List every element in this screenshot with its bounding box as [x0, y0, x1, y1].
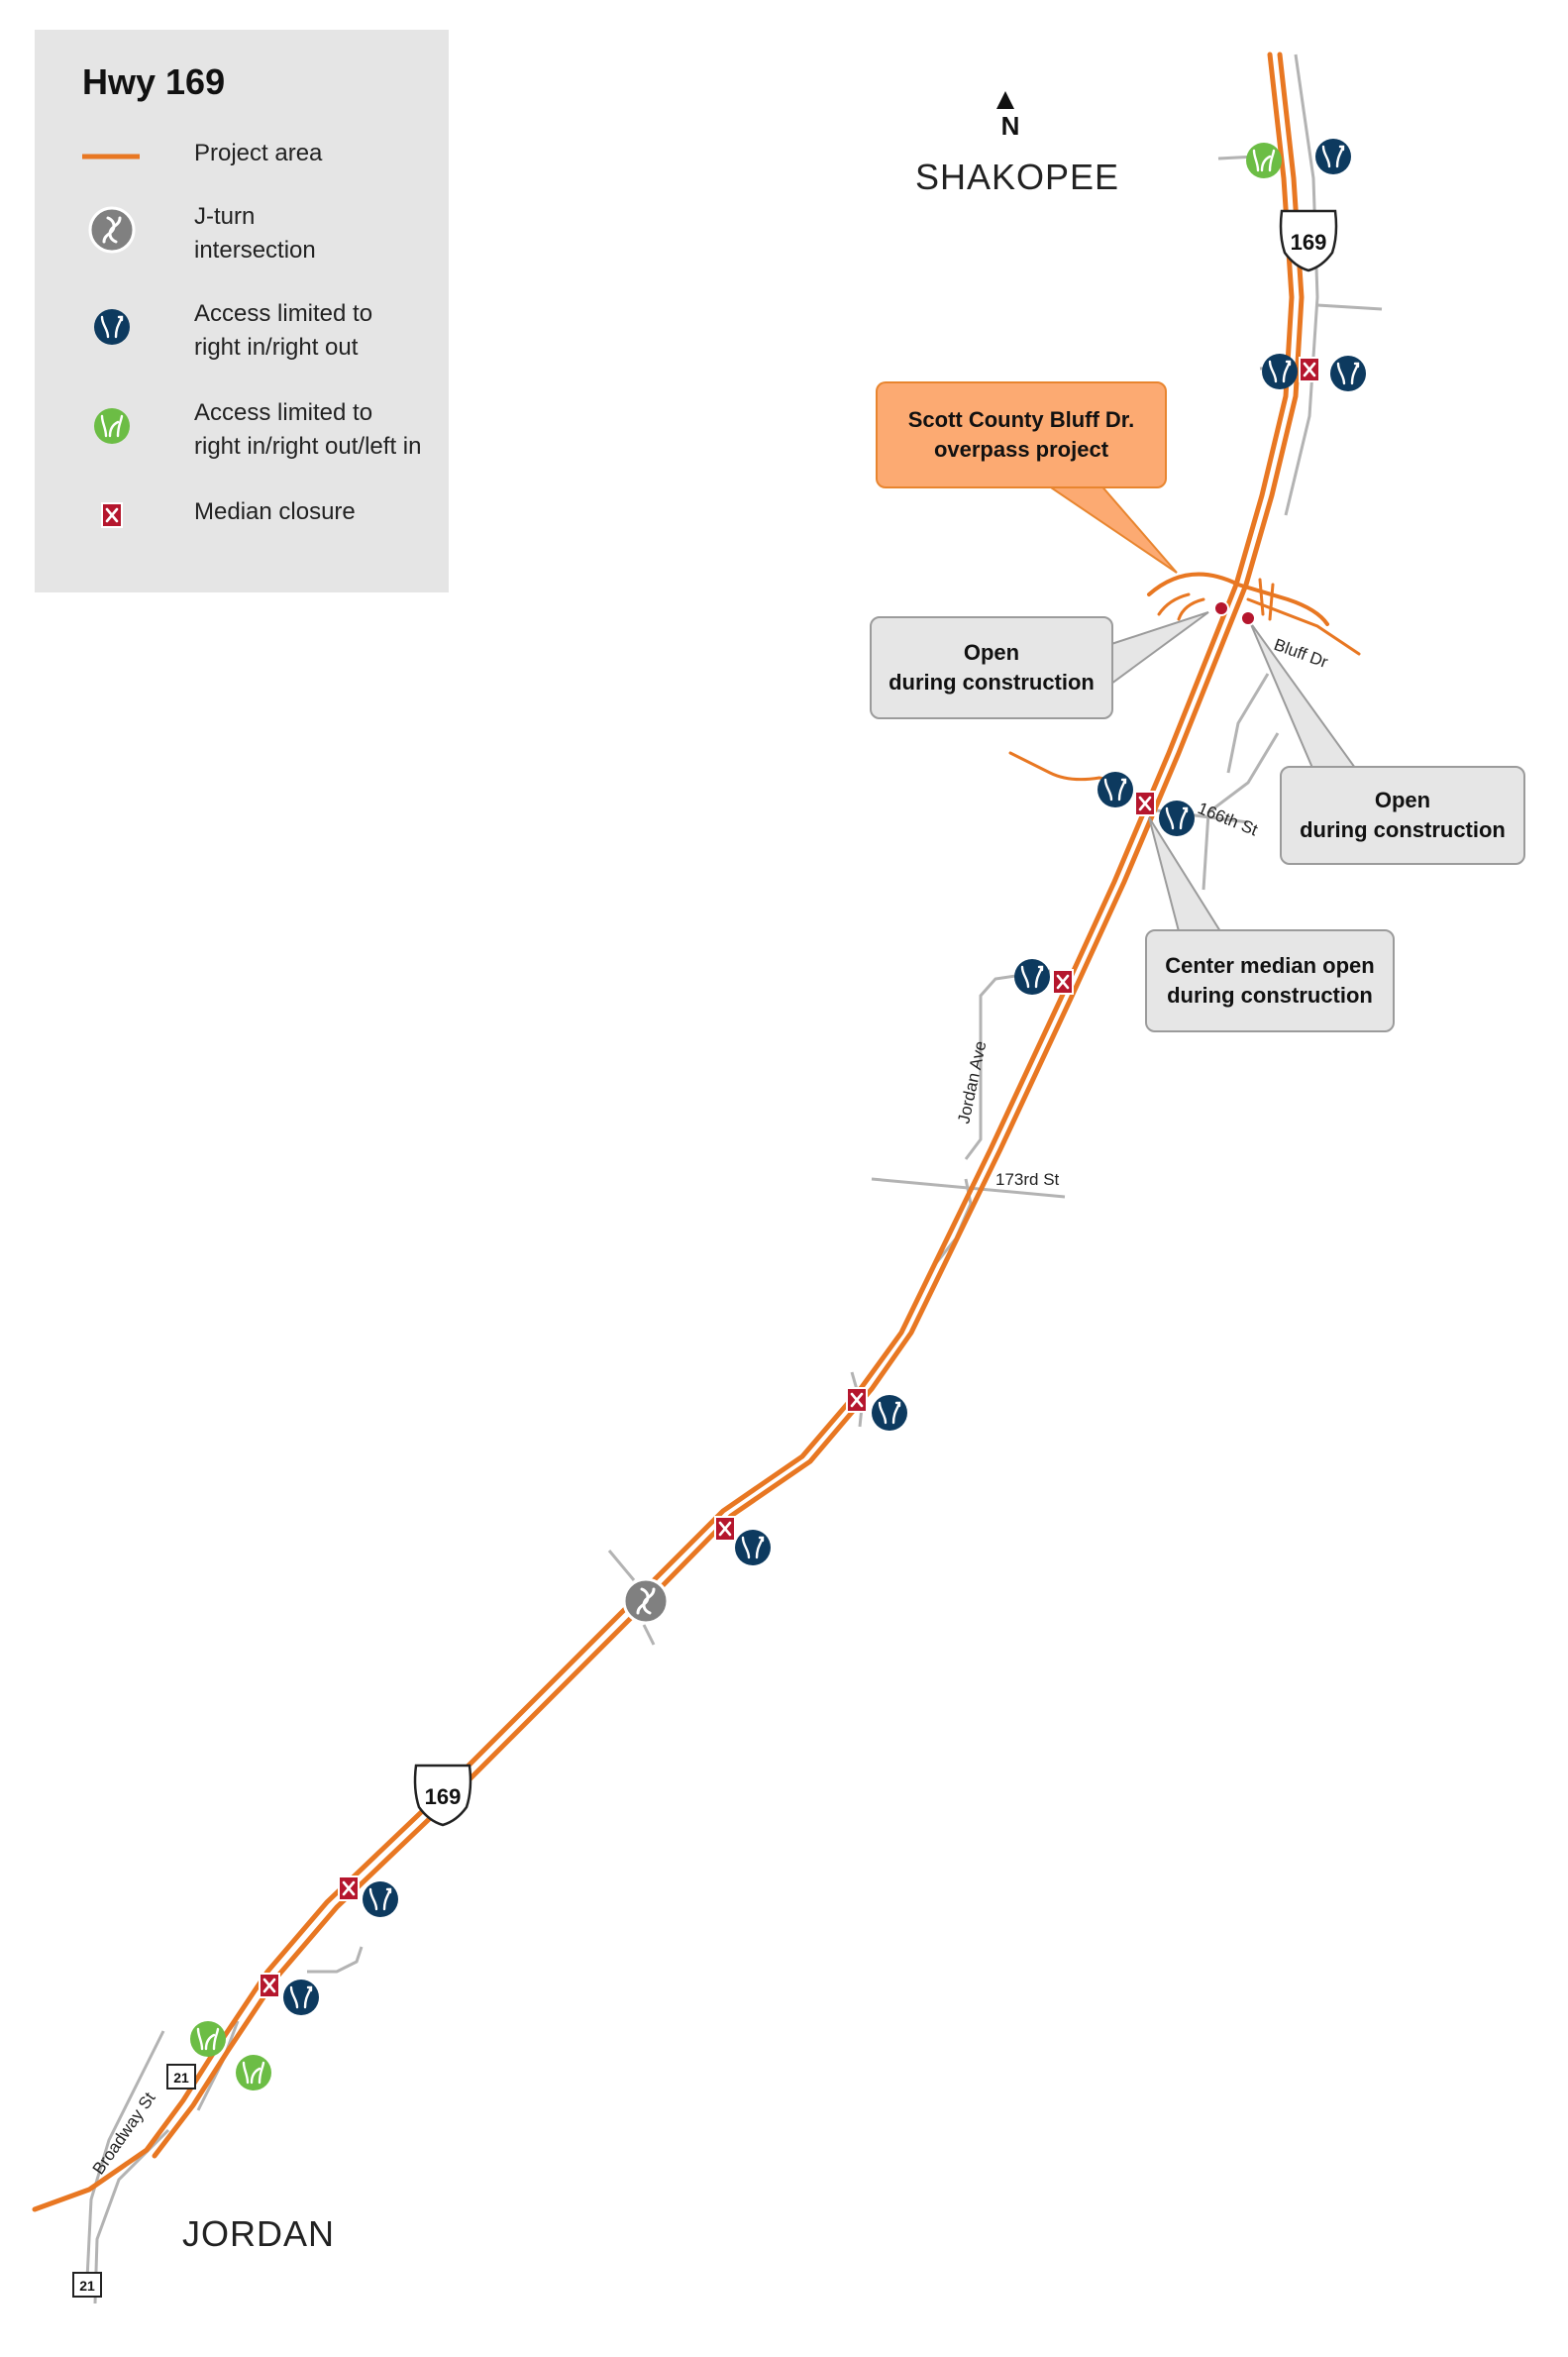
callout-line-1: Open [1374, 788, 1431, 812]
bluff-marker-east [1240, 610, 1256, 626]
legend-label-line-2: right in/right out [194, 334, 359, 361]
right-in-right-out-icon [1096, 770, 1135, 809]
median-closure-icon [258, 1972, 281, 1999]
legend-label-line-2: right in/right out/left in [194, 433, 422, 460]
road-east-bluff-south [1226, 673, 1270, 774]
legend-label: Median closure [194, 498, 356, 525]
project-pointer [1041, 482, 1178, 574]
legend: Hwy 169 Project area J-turn intersection… [35, 30, 449, 592]
us-169-shield-north: 169 [1279, 209, 1338, 272]
right-in-right-out-icon [1157, 799, 1197, 838]
bluff-dr-ramp-west-2 [1177, 597, 1205, 621]
right-in-right-out-icon [733, 1528, 773, 1567]
median-closure-icon [1133, 790, 1157, 817]
legend-item-median-closure: Median closure [82, 495, 439, 545]
bluff-dr-ramp-west-1 [1157, 592, 1191, 616]
road-166th-west [1008, 751, 1116, 783]
road-west-bluff [1202, 732, 1280, 891]
legend-item-project-area: Project area [82, 137, 439, 176]
frontage-road-east-north [1284, 54, 1319, 516]
legend-item-j-turn: J-turn intersection [82, 200, 439, 269]
north-arrow-icon [996, 91, 1014, 109]
median-closure-icon [1051, 968, 1075, 996]
legend-item-left-in: Access limited to right in/right out/lef… [82, 396, 439, 466]
median-pointer [1148, 816, 1222, 932]
left-in-access-icon [188, 2019, 228, 2059]
us-169-shield-south: 169 [413, 1764, 472, 1827]
callout-line-2: during construction [1300, 817, 1506, 842]
right-in-right-out-icon [1328, 354, 1368, 393]
median-closure-icon [845, 1386, 869, 1414]
callout-open-east: Open during construction [1280, 766, 1525, 865]
road-county-21 [85, 2030, 165, 2280]
shield-number: 169 [425, 1784, 462, 1809]
road-label-173rd-st: 173rd St [995, 1170, 1060, 1189]
hwy-169-northbound [152, 52, 1305, 2159]
callout-line-2: overpass project [933, 437, 1109, 462]
median-closure-icon [713, 1515, 737, 1543]
road-jordan-ave [964, 969, 1051, 1160]
right-in-right-out-icon [1313, 137, 1353, 176]
callout-bluff-dr-project: Scott County Bluff Dr. overpass project [876, 381, 1167, 488]
place-label-shakopee: SHAKOPEE [915, 157, 1120, 197]
road-label-jordan-ave: Jordan Ave [954, 1039, 990, 1125]
open-west-pointer [1110, 611, 1209, 686]
legend-item-right-in-right-out: Access limited to right in/right out [82, 297, 439, 367]
callout-line-2: during construction [1167, 983, 1373, 1008]
legend-title: Hwy 169 [82, 61, 226, 102]
j-turn-icon [622, 1577, 670, 1625]
median-closure-icon [337, 1875, 361, 1902]
place-label-jordan: JORDAN [182, 2213, 336, 2254]
legend-label-line-1: J-turn [194, 203, 256, 230]
right-in-right-out-icon [281, 1978, 321, 2017]
callout-pointers [1041, 482, 1357, 932]
callout-line-1: Center median open [1165, 953, 1375, 978]
callout-center-median: Center median open during construction [1145, 929, 1395, 1032]
callout-open-west: Open during construction [870, 616, 1113, 719]
road-stub-south-2 [307, 1946, 364, 1974]
legend-label-line-2: intersection [194, 237, 316, 264]
project-area-line-icon [82, 154, 140, 160]
north-arrow-label: N [1000, 111, 1020, 141]
road-stub-ne-1 [1316, 303, 1383, 311]
road-jturn-stubs [607, 1550, 656, 1646]
callout-line-2: during construction [889, 670, 1095, 695]
legend-label-line-1: Access limited to [194, 399, 373, 426]
bluff-dr-markers [1213, 600, 1256, 626]
bluff-dr-overpass-arc [1147, 572, 1329, 626]
shield-number: 21 [79, 2278, 95, 2294]
legend-label: J-turn intersection [194, 200, 316, 268]
right-in-right-out-icon [1260, 352, 1300, 391]
legend-label: Project area [194, 140, 323, 166]
callout-line-1: Scott County Bluff Dr. [907, 407, 1135, 432]
bluff-dr-ramp-east [1258, 578, 1275, 621]
county-21-shield-upper: 21 [166, 2064, 196, 2089]
legend-label: Access limited to right in/right out [194, 297, 372, 365]
right-in-right-out-icon [92, 307, 132, 347]
left-in-access-icon [234, 2053, 273, 2092]
right-in-right-out-left-in-icon [92, 406, 132, 446]
median-closure-icon [100, 501, 124, 529]
callout-line-1: Open [963, 640, 1020, 665]
legend-label: Access limited to right in/right out/lef… [194, 396, 421, 464]
shield-number: 169 [1291, 230, 1327, 255]
right-in-right-out-icon [870, 1393, 909, 1433]
road-label-166th-st: 166th St [1196, 799, 1261, 839]
right-in-right-out-icon [361, 1879, 400, 1919]
median-closure-icon [1298, 356, 1321, 383]
j-turn-icon [88, 206, 136, 254]
bluff-marker-west [1213, 600, 1229, 616]
legend-label-line-1: Access limited to [194, 300, 373, 327]
shield-number: 21 [173, 2070, 189, 2086]
right-in-right-out-icon [1012, 957, 1052, 997]
left-in-access-icon [1244, 141, 1284, 180]
county-21-shield-lower: 21 [72, 2272, 102, 2298]
